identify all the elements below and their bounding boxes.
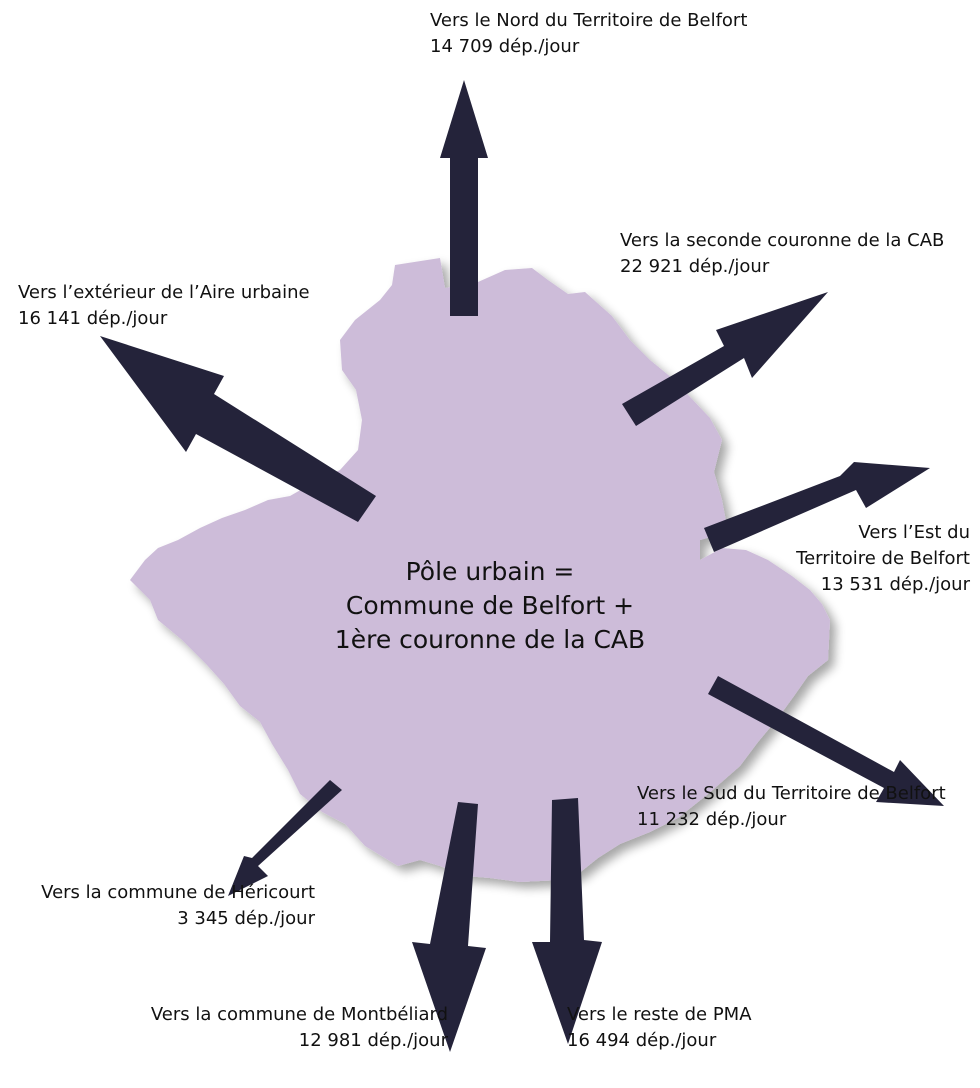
center-label: Pôle urbain = Commune de Belfort + 1ère …: [290, 555, 690, 657]
arrow-nord: [440, 80, 488, 316]
flow-label-pma: Vers le reste de PMA 16 494 dép./jour: [567, 1002, 752, 1054]
flow-label-destination: Vers la seconde couronne de la CAB: [620, 230, 945, 251]
flow-label-destination-cont: Territoire de Belfort: [796, 548, 970, 569]
flow-label-nord: Vers le Nord du Territoire de Belfort 14…: [430, 8, 747, 60]
flow-label-value: 3 345 dép./jour: [177, 908, 315, 929]
arrow-seconde: [622, 292, 828, 426]
flow-label-value: 14 709 dép./jour: [430, 36, 580, 57]
arrow-pma: [532, 798, 602, 1044]
flow-label-destination: Vers le Nord du Territoire de Belfort: [430, 10, 748, 31]
flow-label-montbeliard: Vers la commune de Montbéliard 12 981 dé…: [151, 1002, 448, 1054]
arrow-hericourt: [228, 780, 342, 896]
flow-label-value: 13 531 dép./jour: [820, 574, 970, 595]
arrow-sud: [708, 676, 944, 806]
center-label-line-1: Pôle urbain =: [405, 557, 575, 586]
center-label-line-2: Commune de Belfort +: [345, 591, 635, 620]
arrow-est: [704, 462, 930, 552]
flow-label-value: 22 921 dép./jour: [620, 256, 770, 277]
flow-label-value: 12 981 dép./jour: [298, 1030, 448, 1051]
flow-label-value: 11 232 dép./jour: [637, 809, 787, 830]
flow-label-value: 16 141 dép./jour: [18, 308, 168, 329]
flow-label-value: 16 494 dép./jour: [567, 1030, 717, 1051]
center-label-line-3: 1ère couronne de la CAB: [334, 625, 646, 654]
arrow-montbeliard: [412, 802, 486, 1052]
flow-label-est: Vers l’Est du Territoire de Belfort 13 5…: [796, 520, 970, 598]
flow-label-destination: Vers le reste de PMA: [567, 1004, 752, 1025]
flow-label-destination: Vers le Sud du Territoire de Belfort: [637, 783, 946, 804]
flow-label-hericourt: Vers la commune de Héricourt 3 345 dép./…: [41, 880, 315, 932]
flow-label-destination: Vers l’Est du: [858, 522, 970, 543]
flow-label-exterieur: Vers l’extérieur de l’Aire urbaine 16 14…: [18, 280, 310, 332]
flow-label-destination: Vers la commune de Montbéliard: [150, 1004, 448, 1025]
flow-label-seconde: Vers la seconde couronne de la CAB 22 92…: [620, 228, 944, 280]
flow-label-destination: Vers l’extérieur de l’Aire urbaine: [18, 282, 310, 303]
arrow-exterieur: [100, 336, 376, 522]
flow-label-sud: Vers le Sud du Territoire de Belfort 11 …: [637, 781, 946, 833]
flow-label-destination: Vers la commune de Héricourt: [41, 882, 315, 903]
